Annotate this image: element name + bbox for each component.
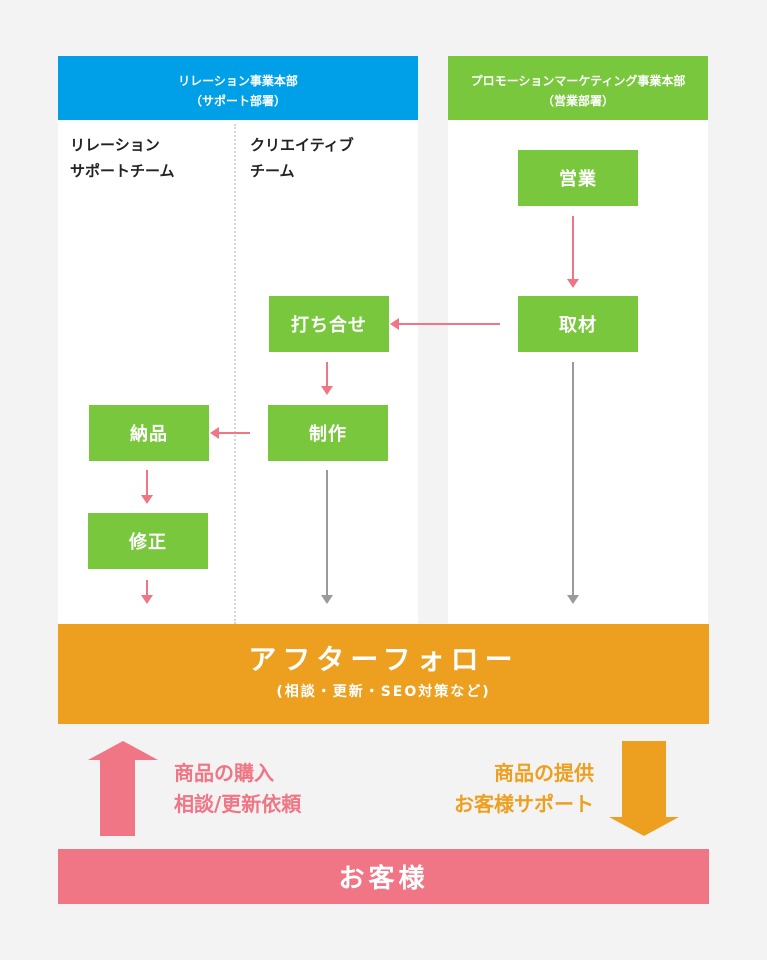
step-interview: 取材 xyxy=(518,296,638,352)
step-revision: 修正 xyxy=(88,513,208,569)
support-note-line1: 商品の提供 xyxy=(494,761,594,785)
promotion-dept-title: プロモーションマーケティング事業本部 xyxy=(470,74,686,88)
support-down-arrow-icon xyxy=(609,741,679,836)
step-sales: 営業 xyxy=(518,150,638,206)
arrow-meeting-to-production-line xyxy=(326,362,328,387)
creative-team-label: クリエイティブ チーム xyxy=(250,136,354,180)
arrow-production-to-after-line xyxy=(326,470,328,596)
arrow-sales-to-interview-head xyxy=(567,279,579,288)
arrow-sales-to-interview-line xyxy=(572,216,574,280)
arrow-interview-to-meeting-head xyxy=(390,318,399,330)
relation-dept-header: リレーション事業本部 （サポート部署） xyxy=(58,56,418,120)
step-meeting: 打ち合せ xyxy=(269,296,389,352)
arrow-delivery-to-revision-head xyxy=(141,495,153,504)
arrow-revision-to-after-head xyxy=(141,595,153,604)
arrow-meeting-to-production-head xyxy=(321,386,333,395)
support-note-line2: お客様サポート xyxy=(454,792,594,816)
arrow-interview-to-after-line xyxy=(572,362,574,596)
after-follow-title: アフターフォロー xyxy=(248,643,519,676)
after-follow-banner: アフターフォロー (相談・更新・SEO対策など) xyxy=(58,624,709,724)
purchase-note: 商品の購入 相談/更新依頼 xyxy=(174,758,301,820)
customer-bar: お客様 xyxy=(58,849,709,904)
step-production: 制作 xyxy=(268,405,388,461)
after-follow-subtitle: (相談・更新・SEO対策など) xyxy=(276,684,491,700)
arrow-production-to-after-head xyxy=(321,595,333,604)
arrow-delivery-to-revision-line xyxy=(146,470,148,496)
purchase-up-arrow-icon xyxy=(88,741,158,836)
promotion-dept-header: プロモーションマーケティング事業本部 （営業部署） xyxy=(448,56,708,120)
support-team-label: リレーション サポートチーム xyxy=(70,136,175,180)
purchase-note-line2: 相談/更新依頼 xyxy=(174,792,302,816)
promotion-dept-subtitle: （営業部署） xyxy=(541,94,614,108)
arrow-interview-to-meeting-line xyxy=(398,323,500,325)
purchase-note-line1: 商品の購入 xyxy=(174,761,274,785)
support-note: 商品の提供 お客様サポート xyxy=(394,758,594,820)
arrow-production-to-delivery-head xyxy=(210,427,219,439)
step-delivery: 納品 xyxy=(89,405,209,461)
arrow-interview-to-after-head xyxy=(567,595,579,604)
team-divider xyxy=(234,124,236,624)
arrow-revision-to-after-line xyxy=(146,580,148,596)
arrow-production-to-delivery-line xyxy=(218,432,250,434)
relation-dept-title: リレーション事業本部 xyxy=(178,74,298,88)
relation-dept-subtitle: （サポート部署） xyxy=(189,94,286,108)
